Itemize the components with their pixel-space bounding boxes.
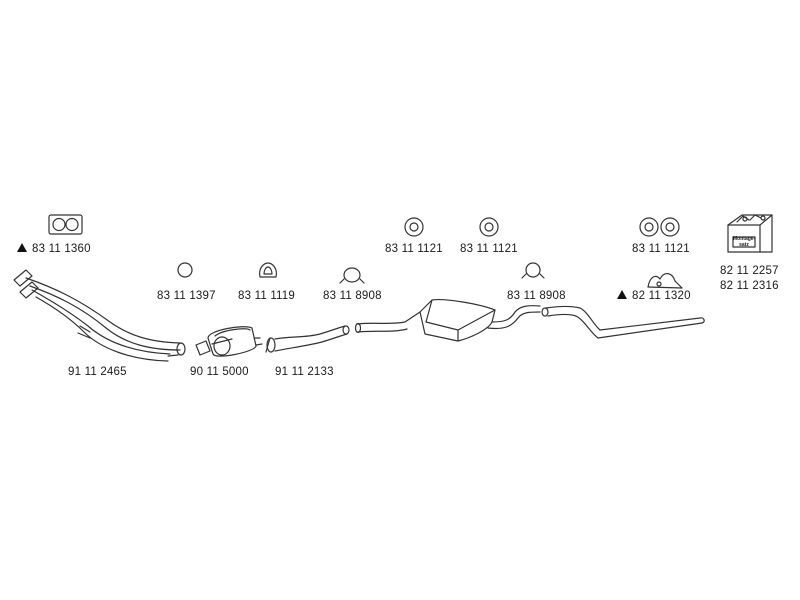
catalytic-converter: [195, 326, 263, 357]
label-clamp-3: 83 11 8908: [507, 290, 566, 302]
rubber-hanger-icon: [639, 217, 680, 237]
label-ring: 83 11 1397: [157, 290, 216, 302]
label-gasket: 83 11 1360: [32, 243, 91, 255]
ring-icon: [177, 262, 193, 278]
label-hanger-2: 83 11 1121: [460, 243, 518, 255]
gasket-icon: [48, 214, 83, 235]
label-intermediate-pipe: 91 11 2133: [275, 366, 334, 378]
label-hanger-3: 83 11 1121: [632, 243, 690, 255]
kit-box-line2: satz: [739, 242, 749, 248]
label-kit-2: 82 11 2316: [720, 280, 779, 292]
label-catalyst: 90 11 5000: [190, 366, 249, 378]
kit-box-line1: Montage-: [733, 236, 756, 242]
label-front-pipe: 91 11 2465: [68, 366, 127, 378]
front-pipe: [13, 269, 186, 362]
triangle-marker-icon: [17, 243, 27, 252]
label-hanger-1: 83 11 1121: [385, 243, 443, 255]
triangle-marker-icon: [617, 290, 627, 299]
mounting-kit-icon: [727, 214, 773, 253]
rubber-hanger-icon: [479, 217, 499, 237]
intermediate-pipe: [265, 325, 350, 353]
muffler: [354, 299, 541, 342]
bracket-icon: [647, 273, 683, 289]
clamp-icon: [339, 267, 365, 284]
tail-pipe: [541, 305, 705, 339]
label-clamp-1: 83 11 1119: [238, 290, 295, 302]
label-clamp-2: 83 11 8908: [323, 290, 382, 302]
clamp-icon: [259, 262, 277, 278]
label-kit-1: 82 11 2257: [720, 265, 779, 277]
clamp-icon: [521, 262, 545, 279]
label-bracket: 82 11 1320: [632, 290, 691, 302]
kit-box-text: Montage- satz: [733, 236, 755, 248]
rubber-hanger-icon: [404, 217, 424, 237]
